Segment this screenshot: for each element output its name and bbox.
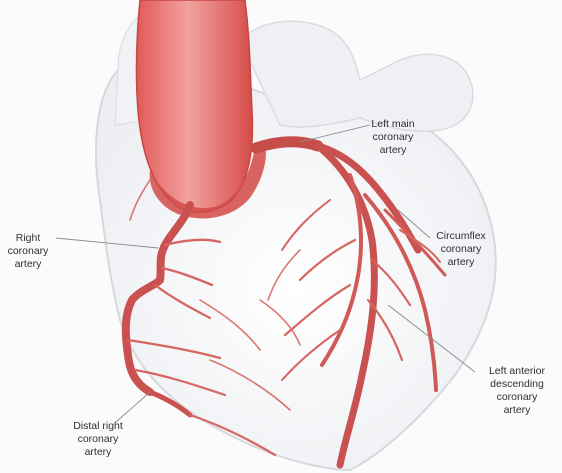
- pulmonary-trunk: [240, 21, 473, 131]
- label-circumflex-coronary-artery: Circumflex coronary artery: [418, 230, 504, 269]
- label-left-anterior-descending-artery: Left anterior descending coronary artery: [472, 365, 562, 417]
- label-right-coronary-artery: Right coronary artery: [0, 232, 56, 271]
- label-left-main-coronary-artery: Left main coronary artery: [355, 118, 431, 157]
- label-distal-right-coronary-artery: Distal right coronary artery: [56, 420, 140, 459]
